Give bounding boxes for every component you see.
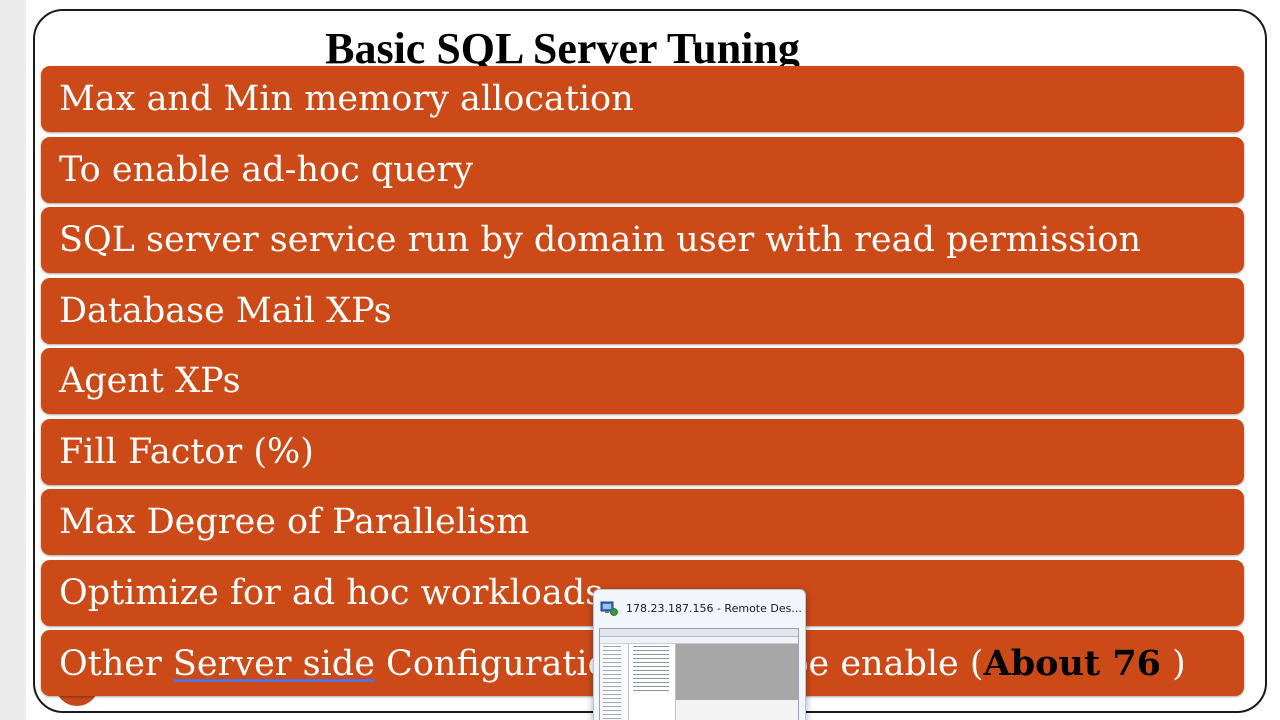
list-item: Database Mail XPs: [41, 277, 1244, 344]
list-item-text: Fill Factor (%): [59, 431, 314, 472]
list-item-text: Agent XPs: [59, 361, 241, 401]
thumbnail-object-explorer: [600, 644, 629, 720]
other-prefix: Other: [59, 643, 173, 684]
closing-paren: ): [1161, 643, 1186, 684]
about-count: About 76: [983, 642, 1162, 684]
server-side-link[interactable]: Server side: [172, 643, 375, 684]
list-item-text: SQL server service run by domain user wi…: [59, 220, 1141, 260]
list-item-text: Optimize for ad hoc workloads: [59, 572, 604, 613]
left-edge-strip: [0, 0, 26, 720]
thumbnail-empty-pane: [676, 644, 798, 720]
list-item: SQL server service run by domain user wi…: [41, 207, 1244, 273]
list-item-text: To enable ad-hoc query: [59, 149, 473, 190]
thumbnail-results-grid: [629, 644, 676, 720]
preview-header: 178.23.187.156 - Remote Des...: [594, 590, 805, 626]
list-item: To enable ad-hoc query: [41, 136, 1244, 203]
list-item-text: Database Mail XPs: [59, 290, 392, 331]
list-item: Fill Factor (%): [41, 418, 1244, 485]
list-item: Max Degree of Parallelism: [41, 489, 1244, 555]
list-item: Max and Min memory allocation: [41, 66, 1244, 132]
window-thumbnail[interactable]: [599, 628, 799, 720]
list-item-text: Max Degree of Parallelism: [59, 502, 530, 542]
list-item-text: Max and Min memory allocation: [59, 79, 634, 119]
thumbnail-toolbar-secondary: [600, 637, 798, 644]
list-item: Agent XPs: [41, 348, 1244, 414]
preview-title: 178.23.187.156 - Remote Des...: [626, 601, 802, 615]
thumbnail-toolbar: [600, 629, 798, 637]
slide-title: Basic SQL Server Tuning: [325, 24, 800, 73]
thumbnail-body: [600, 644, 798, 720]
remote-desktop-taskbar-preview[interactable]: 178.23.187.156 - Remote Des...: [593, 589, 806, 720]
remote-desktop-icon: [600, 601, 618, 616]
